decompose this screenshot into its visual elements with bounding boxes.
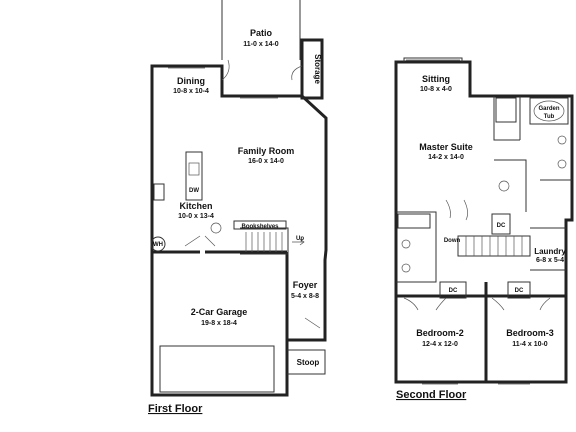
staircase xyxy=(245,232,305,252)
bedroom3-label: Bedroom-3 xyxy=(506,328,554,338)
family-room-label: Family Room xyxy=(238,146,295,156)
patio-outline xyxy=(221,0,301,60)
stairs-down-label: Down xyxy=(444,238,461,244)
patio-label: Patio xyxy=(250,28,273,38)
second-floor-caption: Second Floor xyxy=(396,389,467,401)
sitting-dims: 10-8 x 4-0 xyxy=(420,86,452,93)
bedroom2-dims: 12-4 x 12-0 xyxy=(422,341,458,348)
stair-wall xyxy=(240,227,289,255)
sink-bowl xyxy=(210,222,222,234)
upper-staircase xyxy=(457,235,531,257)
stoop-label: Stoop xyxy=(297,358,320,367)
kitchen-island xyxy=(185,151,203,201)
second-floor-plan: Sitting 10-8 x 4-0 Garden Tub Master Sui… xyxy=(394,57,574,401)
storage-door xyxy=(291,65,303,81)
second-floor-exterior-wall xyxy=(394,60,574,384)
first-floor-plan: Patio 11-0 x 14-0 Storage Dining 10-8 x … xyxy=(148,0,328,415)
master-door xyxy=(445,199,468,221)
bedroom2-label: Bedroom-2 xyxy=(416,328,464,338)
bedroom3-closet-label: DC xyxy=(515,288,524,294)
storage-room xyxy=(300,38,324,100)
garden-tub xyxy=(529,97,569,125)
toilet xyxy=(498,180,510,192)
bookshelves-label: Bookshelves xyxy=(241,224,279,230)
dining-dims: 10-8 x 10-4 xyxy=(173,88,209,95)
vanity-sink xyxy=(557,159,567,169)
bedroom3-dims: 11-4 x 10-0 xyxy=(512,341,548,348)
stairs-up-label: Up xyxy=(296,236,304,242)
bedroom2-closet xyxy=(439,281,467,299)
water-heater-label: WH xyxy=(153,242,163,248)
stoop-outline xyxy=(287,349,326,375)
first-floor-exterior-wall xyxy=(150,64,328,397)
vanity-sink xyxy=(557,135,567,145)
master-suite-dims: 14-2 x 14-0 xyxy=(428,154,464,161)
garage-door-swing xyxy=(184,235,216,247)
patio-door xyxy=(221,59,230,81)
range xyxy=(153,183,165,201)
kitchen-label: Kitchen xyxy=(179,201,212,211)
bedroom-divider-wall xyxy=(396,282,566,382)
laundry-dims: 6-8 x 5-4 xyxy=(536,257,564,264)
kitchen-sink xyxy=(188,162,200,176)
master-bath-walls xyxy=(493,96,572,212)
bedroom3-door xyxy=(491,297,551,311)
garage-label: 2-Car Garage xyxy=(191,307,248,317)
foyer-door xyxy=(304,317,321,329)
hall-toilet xyxy=(401,263,411,273)
storage-label: Storage xyxy=(313,54,322,84)
hall-bathtub xyxy=(397,213,431,229)
patio-dims: 11-0 x 14-0 xyxy=(243,41,279,48)
master-closet-label: DC xyxy=(497,223,506,229)
bedroom2-closet-label: DC xyxy=(449,288,458,294)
garden-tub-label-line1: Garden xyxy=(538,106,559,112)
garden-tub-label-line2: Tub xyxy=(544,114,555,120)
bookshelves xyxy=(233,220,287,230)
garden-tub-basin xyxy=(533,100,565,122)
master-closet xyxy=(491,213,511,235)
garage-dims: 19-8 x 18-4 xyxy=(201,320,237,327)
sitting-bump xyxy=(403,57,463,62)
master-suite-label: Master Suite xyxy=(419,142,473,152)
kitchen-dims: 10-0 x 13-4 xyxy=(178,213,214,220)
dishwasher-label: DW xyxy=(189,188,199,194)
foyer-label: Foyer xyxy=(293,280,318,290)
foyer-dims: 5-4 x 8-8 xyxy=(291,293,319,300)
laundry-walls xyxy=(530,227,566,271)
dining-label: Dining xyxy=(177,76,205,86)
laundry-label: Laundry xyxy=(534,247,566,256)
hall-bath-walls xyxy=(396,211,437,283)
shower xyxy=(495,97,517,123)
water-heater xyxy=(150,236,166,252)
bedroom3-closet xyxy=(507,281,531,299)
family-room-dims: 16-0 x 14-0 xyxy=(248,158,284,165)
first-floor-caption: First Floor xyxy=(148,403,203,415)
bedroom2-door xyxy=(403,297,447,311)
hall-sink xyxy=(401,239,411,249)
sitting-label: Sitting xyxy=(422,74,450,84)
garage-door xyxy=(159,345,275,393)
